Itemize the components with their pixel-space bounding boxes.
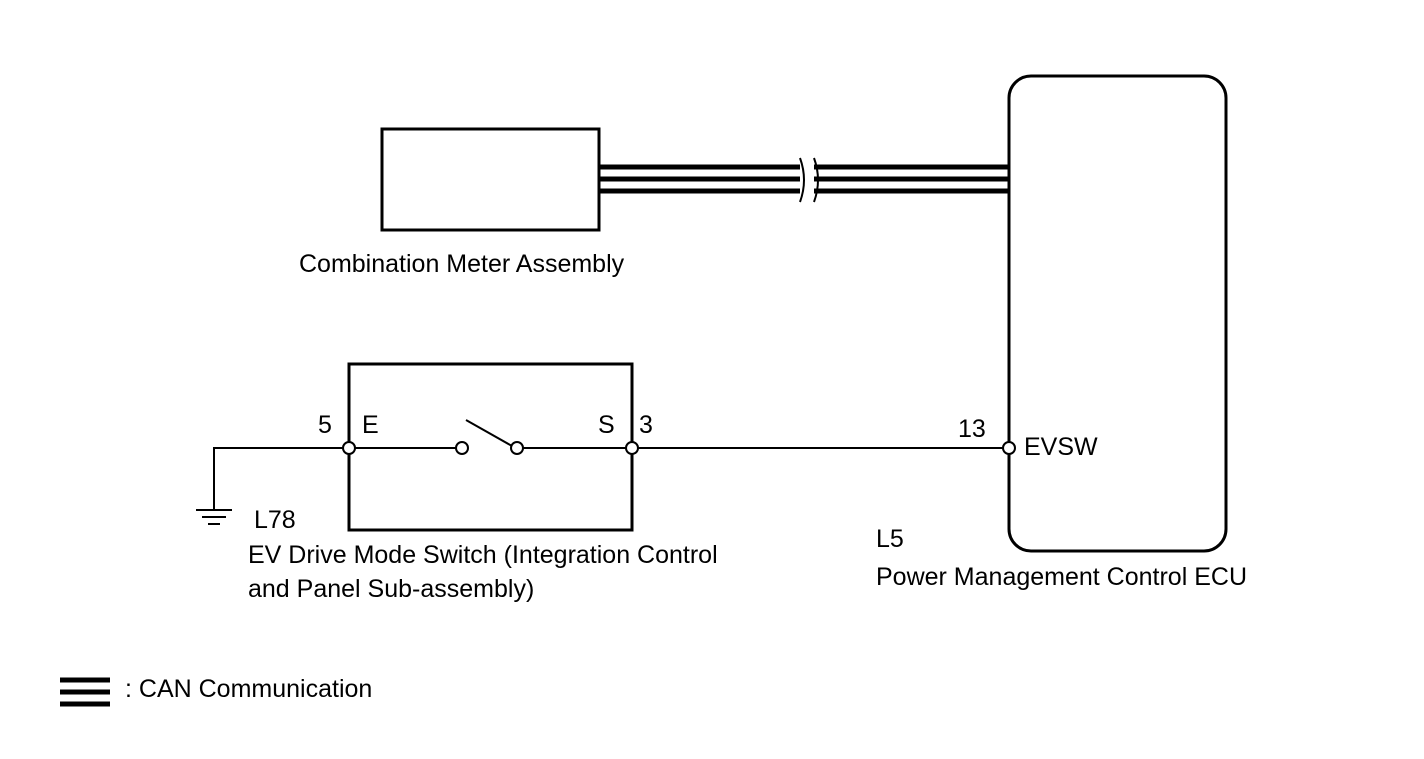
ecu-name-label: Power Management Control ECU bbox=[876, 563, 1247, 591]
ecu-box bbox=[1007, 74, 1228, 553]
terminal-evsw bbox=[1002, 441, 1016, 455]
pin-name-evsw: EVSW bbox=[1024, 433, 1098, 461]
ev-switch-connector-label: L78 bbox=[254, 506, 296, 534]
wire-break-icon bbox=[799, 157, 819, 203]
ground-symbol-icon bbox=[196, 509, 232, 525]
pin-name-e: E bbox=[362, 411, 379, 439]
pin-number-3: 3 bbox=[639, 411, 653, 439]
combination-meter-box bbox=[380, 127, 601, 232]
terminal-e bbox=[342, 441, 356, 455]
combination-meter-label: Combination Meter Assembly bbox=[299, 250, 625, 278]
pin-name-s: S bbox=[598, 411, 615, 439]
ecu-connector-label: L5 bbox=[876, 525, 904, 553]
terminal-s bbox=[625, 441, 639, 455]
can-legend-label: : CAN Communication bbox=[125, 675, 372, 703]
pin-number-13: 13 bbox=[958, 415, 986, 443]
ground-wire bbox=[213, 447, 349, 510]
open-switch-icon bbox=[455, 419, 524, 455]
can-legend-icon bbox=[60, 677, 110, 707]
ev-switch-box bbox=[347, 362, 634, 532]
ev-switch-name-line2: and Panel Sub-assembly) bbox=[248, 575, 534, 603]
can-bus-lines bbox=[599, 164, 1009, 194]
ev-switch-name-line1: EV Drive Mode Switch (Integration Contro… bbox=[248, 541, 718, 569]
pin-number-5: 5 bbox=[318, 411, 332, 439]
